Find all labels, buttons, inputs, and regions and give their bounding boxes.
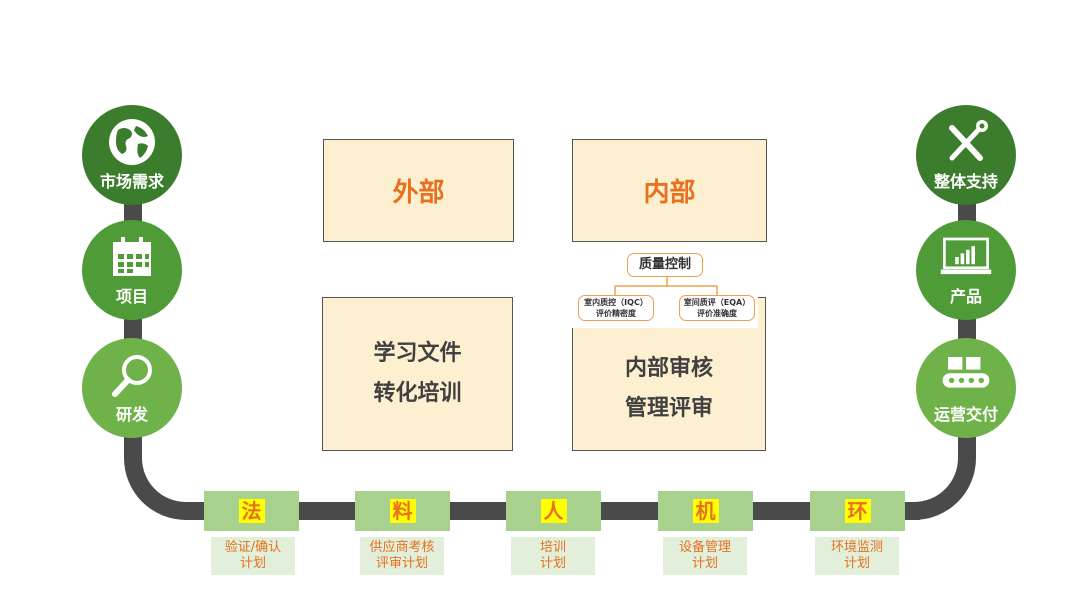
audit-line1: 内部审核 [624, 356, 713, 381]
iqc-box: 室内质控（IQC） 评价精密度 [578, 295, 654, 321]
sub-people: 培训 计划 [511, 537, 595, 575]
rd-circle: 研发 [82, 338, 182, 438]
magnifier-icon [105, 348, 159, 402]
qc-connectors [614, 276, 718, 296]
sub-people-line2: 计划 [539, 556, 566, 571]
tag-machine-label: 机 [692, 499, 719, 523]
overall-support-label: 整体支持 [933, 172, 998, 191]
calendar-icon [105, 230, 159, 284]
iqc-line1: 室内质控（IQC） [584, 298, 648, 307]
conveyor-icon [939, 348, 993, 402]
project-label: 项目 [115, 287, 148, 306]
market-demand-circle: 市场需求 [82, 105, 182, 205]
sub-material-line1: 供应商考核 [369, 540, 435, 555]
rail-right-corner [896, 440, 976, 520]
tag-environment: 环 [810, 491, 905, 531]
eqa-box: 室间质评（EQA） 评价准确度 [679, 295, 755, 321]
tag-material: 料 [355, 491, 450, 531]
tools-icon [939, 115, 993, 169]
internal-box: 内部 [572, 139, 767, 242]
qc-title: 质量控制 [638, 257, 691, 272]
monitor-chart-icon [939, 230, 993, 284]
sub-law: 验证/确认 计划 [211, 537, 295, 575]
product-label: 产品 [949, 287, 982, 306]
product-circle: 产品 [916, 220, 1016, 320]
tag-material-label: 料 [389, 499, 416, 523]
sub-environment: 环境监测 计划 [815, 537, 899, 575]
rail-left-corner [124, 440, 204, 520]
qc-title-box: 质量控制 [627, 253, 703, 277]
iqc-line2: 评价精密度 [596, 309, 636, 318]
operation-delivery-label: 运营交付 [933, 405, 998, 424]
sub-environment-line1: 环境监测 [830, 540, 883, 555]
audit-line2: 管理评审 [624, 396, 713, 421]
eqa-line1: 室间质评（EQA） [683, 298, 751, 307]
overall-support-circle: 整体支持 [916, 105, 1016, 205]
eqa-line2: 评价准确度 [697, 309, 737, 318]
internal-label: 内部 [643, 178, 696, 208]
sub-environment-line2: 计划 [843, 556, 870, 571]
operation-delivery-circle: 运营交付 [916, 338, 1016, 438]
sub-material: 供应商考核 评审计划 [360, 537, 444, 575]
sub-law-line2: 计划 [239, 556, 266, 571]
sub-machine-line2: 计划 [691, 556, 718, 571]
study-line2: 转化培训 [373, 381, 462, 406]
sub-people-line1: 培训 [539, 540, 566, 555]
external-label: 外部 [392, 178, 445, 208]
sub-material-line2: 评审计划 [375, 556, 428, 571]
sub-law-line1: 验证/确认 [224, 540, 282, 555]
tag-people: 人 [506, 491, 601, 531]
tag-law: 法 [204, 491, 299, 531]
study-line1: 学习文件 [373, 341, 462, 366]
project-circle: 项目 [82, 220, 182, 320]
tag-machine: 机 [658, 491, 753, 531]
study-box: 学习文件 转化培训 [322, 297, 513, 451]
external-box: 外部 [323, 139, 514, 242]
sub-machine-line1: 设备管理 [678, 540, 731, 555]
market-demand-label: 市场需求 [99, 172, 164, 191]
rd-label: 研发 [115, 405, 148, 424]
sub-machine: 设备管理 计划 [663, 537, 747, 575]
tag-people-label: 人 [540, 499, 567, 523]
tag-law-label: 法 [238, 499, 265, 523]
tag-environment-label: 环 [844, 499, 871, 523]
globe-icon [105, 115, 159, 169]
